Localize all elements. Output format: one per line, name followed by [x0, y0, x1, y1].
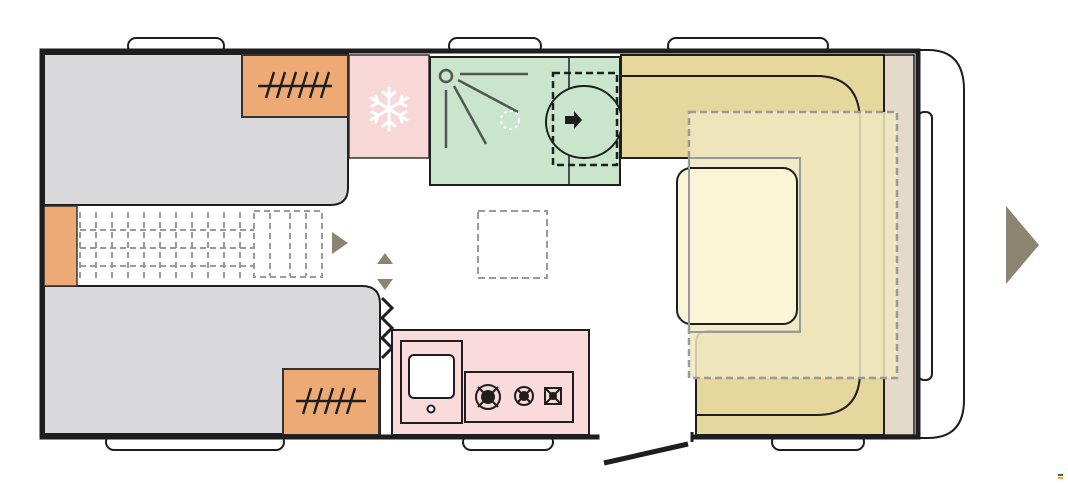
snowflake-icon	[369, 86, 409, 132]
front-panel	[917, 49, 965, 439]
seating-area	[620, 54, 899, 436]
table-inner-outline	[688, 157, 801, 333]
bed-extension-dashed	[79, 210, 323, 282]
fridge	[348, 54, 430, 159]
up-down-arrow-icon	[377, 253, 393, 290]
wardrobe-upper	[241, 54, 349, 118]
hanger-rail-icon	[296, 387, 366, 415]
wardrobe-lower	[282, 368, 380, 436]
roof-light-dashed	[477, 210, 548, 279]
shower-icon	[438, 68, 528, 148]
direction-arrow-icon	[1006, 206, 1039, 284]
kitchen	[391, 329, 590, 436]
outer-walls	[39, 48, 921, 440]
sink-icon	[400, 340, 463, 424]
hanger-rail-icon	[258, 71, 332, 99]
entrance-door	[603, 432, 694, 466]
direction-arrow-icon	[332, 232, 348, 254]
gas-burner-icon	[464, 371, 574, 423]
washroom	[429, 56, 623, 186]
corner-markers	[1058, 474, 1063, 479]
toilet-icon	[545, 71, 623, 167]
table	[676, 167, 798, 325]
wardrobe-side	[43, 205, 78, 287]
